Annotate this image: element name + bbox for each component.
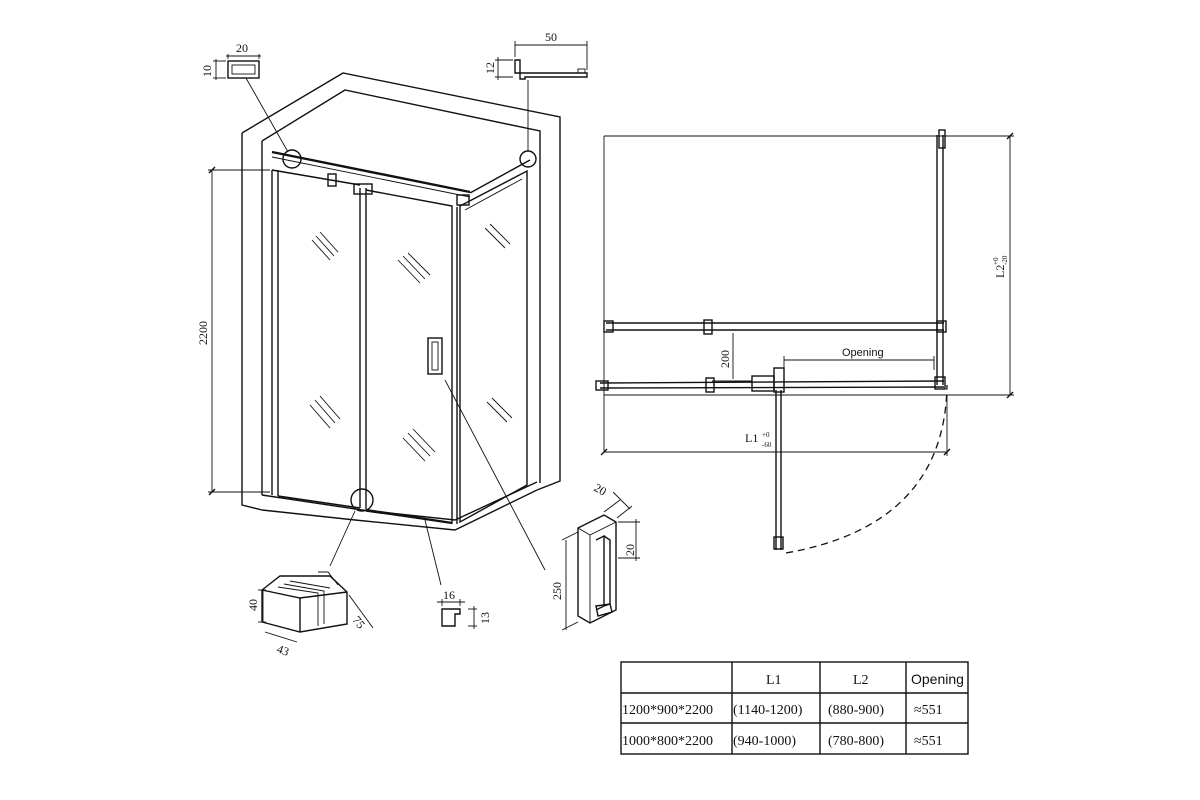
seal-height-label: 13 xyxy=(478,612,492,624)
profile-50-label: 50 xyxy=(545,30,557,44)
seal-width-label: 16 xyxy=(443,588,455,602)
profile-detail-20x10 xyxy=(213,54,261,80)
l2-tol-lower: -20 xyxy=(1001,255,1009,265)
handle-length-label: 250 xyxy=(550,582,564,600)
plan-view xyxy=(595,129,1014,554)
header-l2: L2 xyxy=(853,673,869,688)
hinge-height-label: 40 xyxy=(246,599,260,611)
l1-tol-lower: -60 xyxy=(762,441,772,449)
hinge-length-label: 75 xyxy=(350,613,368,631)
l1-label: L1 xyxy=(745,431,758,445)
l1-tol-upper: +0 xyxy=(762,431,770,439)
height-dimension: 2200 xyxy=(196,321,210,345)
row1-model: 1200*900*2200 xyxy=(622,703,713,718)
isometric-view xyxy=(208,72,561,586)
seal-detail xyxy=(437,599,477,629)
handle-depth-label: 20 xyxy=(592,480,609,498)
row1-l2: (880-900) xyxy=(828,703,884,718)
row1-opening: ≈551 xyxy=(914,703,943,718)
hinge-depth-label: 43 xyxy=(275,642,291,659)
l2-label: L2 xyxy=(993,265,1007,278)
row1-l1: (1140-1200) xyxy=(733,703,803,718)
row2-l2: (780-800) xyxy=(828,734,884,749)
opening-label: Opening xyxy=(842,347,884,359)
spec-table xyxy=(620,661,969,755)
row2-opening: ≈551 xyxy=(914,734,943,749)
l2-tol-upper: +0 xyxy=(992,257,1000,265)
header-opening: Opening xyxy=(911,671,964,687)
hinge-detail xyxy=(258,571,374,643)
handle-offset-label: 20 xyxy=(623,544,637,556)
handle-detail xyxy=(561,491,640,631)
row2-model: 1000*800*2200 xyxy=(622,734,713,749)
plan-gap-label: 200 xyxy=(718,350,732,368)
profile-12-label: 12 xyxy=(483,62,497,74)
row2-l1: (940-1000) xyxy=(733,734,796,749)
profile-detail-50x12 xyxy=(495,41,588,80)
profile-width-label: 20 xyxy=(236,41,248,55)
header-l1: L1 xyxy=(766,673,782,688)
profile-height-label: 10 xyxy=(200,65,214,77)
